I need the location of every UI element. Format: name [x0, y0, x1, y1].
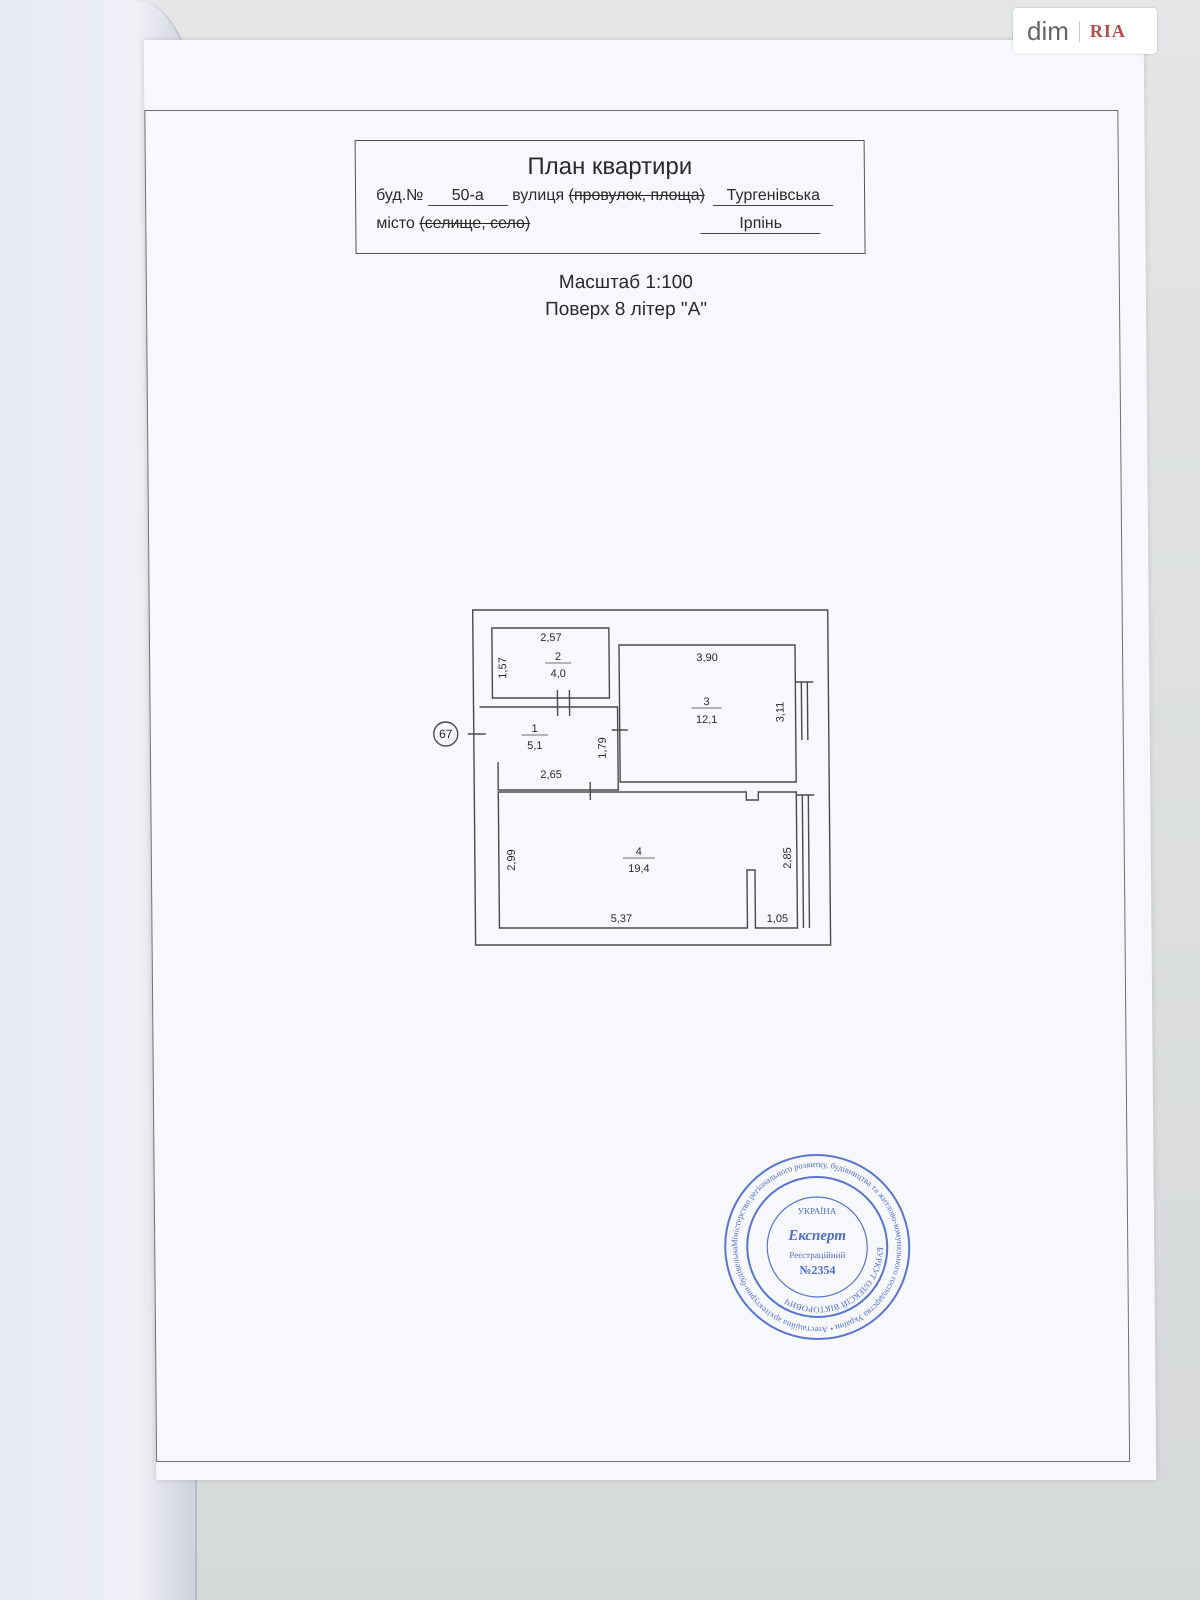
- dim-room4-width: 5,37: [611, 913, 633, 925]
- seal-title: Експерт: [787, 1228, 846, 1244]
- dim-balcony-width: 1,05: [767, 913, 789, 925]
- room-1-number: 1: [532, 723, 538, 735]
- room-2-number: 2: [555, 651, 561, 663]
- dim-room2-depth: 1,57: [497, 657, 509, 678]
- floor-plan: 2,57 1,57 2 4,0 3,90 3,11 3 12,1 1 5,1 2…: [433, 609, 832, 946]
- apartment-number: 67: [439, 727, 453, 741]
- brand-ria: RIA: [1078, 20, 1126, 42]
- room-2-area: 4,0: [551, 668, 566, 680]
- brand-dim: dim: [1027, 15, 1069, 46]
- dim-room4-depth-left: 2,99: [506, 849, 518, 870]
- dim-room4-depth-right: 2,85: [782, 847, 794, 868]
- dim-ria-logo[interactable]: dim RIA: [1013, 8, 1157, 54]
- room-4-outline: [497, 791, 799, 929]
- dim-room3-depth: 3,11: [774, 702, 786, 723]
- room-4-number: 4: [636, 846, 642, 858]
- apartment-number-circle: [433, 721, 459, 747]
- seal-reg-label: Реєстраційний: [789, 1250, 845, 1260]
- document-sheet: План квартири буд.№ 50-а вулиця (провуло…: [143, 40, 1157, 1480]
- seal-country: УКРАЇНА: [798, 1206, 837, 1216]
- dim-room2-width: 2,57: [540, 632, 562, 644]
- official-seal: Міністерство регіонального розвитку, буд…: [721, 1152, 911, 1340]
- room-3-outline: [618, 644, 797, 783]
- room-3-number: 3: [703, 696, 709, 708]
- room-1-area: 5,1: [527, 740, 542, 752]
- dim-room1-depth: 1,79: [597, 737, 609, 758]
- dim-room3-width: 3,90: [696, 652, 718, 664]
- seal-reg-number: №2354: [799, 1263, 835, 1277]
- outer-wall: [471, 609, 832, 946]
- room-4-area: 19,4: [628, 863, 650, 875]
- dim-room1-width: 2,65: [540, 769, 562, 781]
- room-3-area: 12,1: [696, 714, 718, 726]
- room-1-outline: [479, 706, 619, 791]
- room-2-outline: [491, 627, 611, 699]
